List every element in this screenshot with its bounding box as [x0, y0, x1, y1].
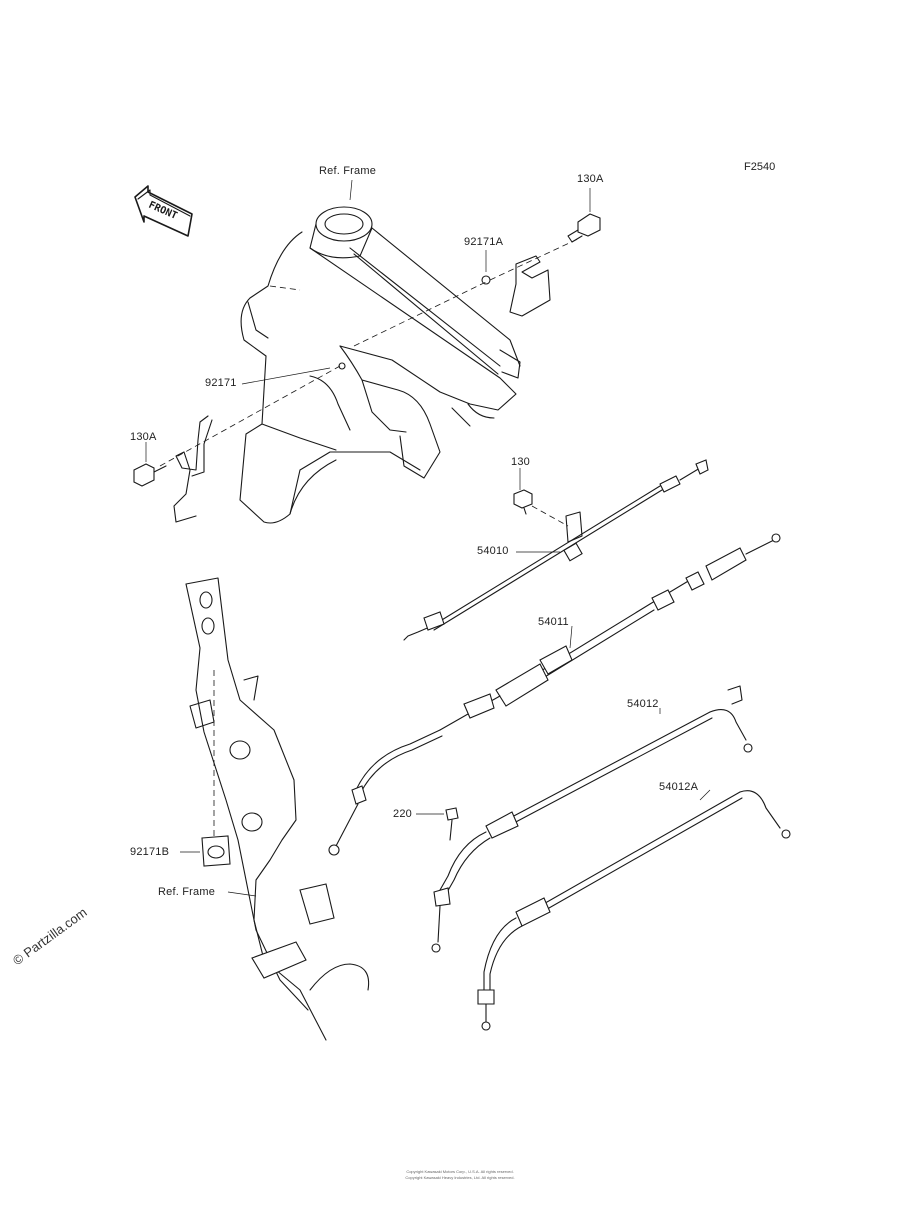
label-54011: 54011 [538, 616, 569, 628]
label-ref-frame-bottom: Ref. Frame [158, 886, 216, 898]
label-54012a: 54012A [659, 781, 699, 793]
label-220: 220 [393, 808, 412, 820]
label-92171b: 92171B [130, 846, 170, 858]
copyright-line-1: Copyright Kawasaki Motors Corp., U.S.A. … [406, 1169, 514, 1174]
lower-frame [185, 577, 370, 1041]
label-92171a: 92171A [464, 236, 504, 248]
bracket-92171a [353, 237, 581, 347]
cable-54010 [403, 459, 709, 641]
label-130a-left: 130A [130, 431, 157, 443]
label-54010: 54010 [477, 545, 509, 557]
cable-54012 [431, 685, 753, 953]
bracket-92171 [159, 362, 346, 523]
upper-frame [239, 206, 521, 524]
front-arrow-icon: FRONT [134, 185, 193, 237]
cable-54011 [328, 533, 781, 856]
cable-54012a [477, 790, 791, 1031]
label-130: 130 [511, 456, 530, 468]
label-130a-top: 130A [577, 173, 604, 185]
bolt-130 [513, 489, 583, 543]
copyright-line-2: Copyright Kawasaki Heavy Industries, Ltd… [405, 1175, 515, 1180]
bolt-130a-left [133, 463, 167, 487]
label-92171: 92171 [205, 377, 237, 389]
bolt-130a-top [567, 213, 601, 243]
figure-code: F2540 [744, 161, 776, 173]
label-ref-frame-top: Ref. Frame [319, 165, 377, 177]
label-54012: 54012 [627, 698, 659, 710]
leader-lines [145, 179, 711, 897]
